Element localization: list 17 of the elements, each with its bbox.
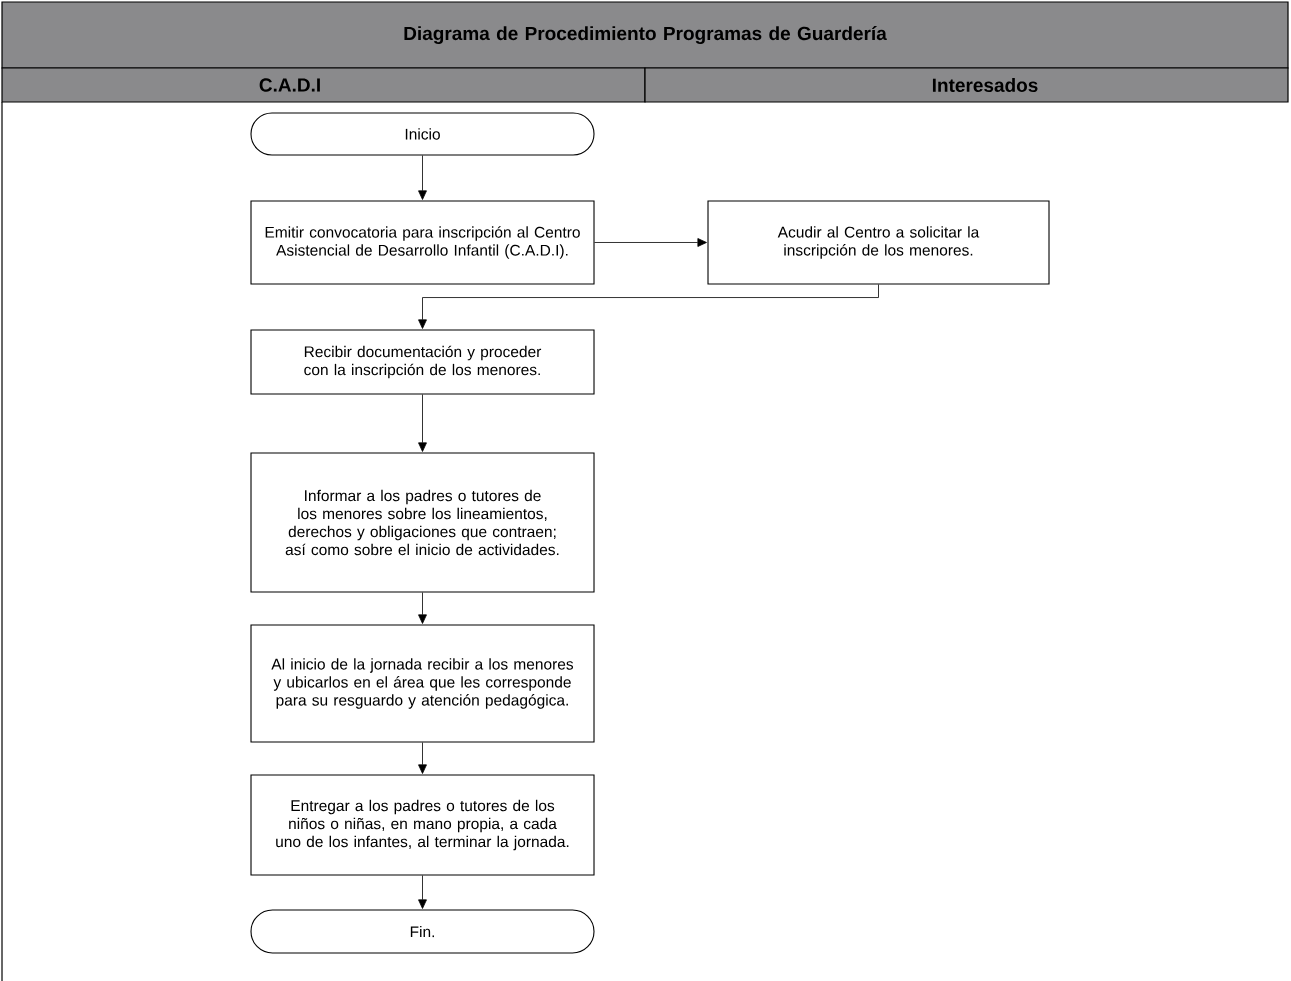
lane-title: C.A.D.I [259,78,320,92]
arrow [418,742,427,774]
lane-header [1,67,646,103]
process-box: Al inicio de la jornada recibir a los menores y ubicarlos en el área que les corresponde para su resguardo y atención pedagógica. [250,624,595,743]
arrow [418,394,427,452]
lane-title: Interesados [932,78,1038,92]
process-box: Acudir al Centro a solicitar la inscripción de los menores. [707,200,1050,285]
process-box: Emitir convocatoria para inscripción al Centro Asistencial de Desarrollo Infantil (C.A.D.I). [250,200,595,285]
arrow [418,284,879,329]
arrow [418,155,427,200]
process-box: Entregar a los padres o tutores de los niños o niñas, en mano propia, a cada uno de los infantes, al terminar la jornada. [250,774,595,876]
arrow [594,238,707,247]
lane-header [644,67,1289,103]
process-box: Informar a los padres o tutores de los menores sobre los lineamientos, derechos y obligaciones que contraen; así como sobre el inicio de actividades. [250,452,595,593]
process-box: Recibir documentación y proceder con la inscripción de los menores. [250,329,595,395]
arrow [418,592,427,624]
arrow [418,875,427,909]
